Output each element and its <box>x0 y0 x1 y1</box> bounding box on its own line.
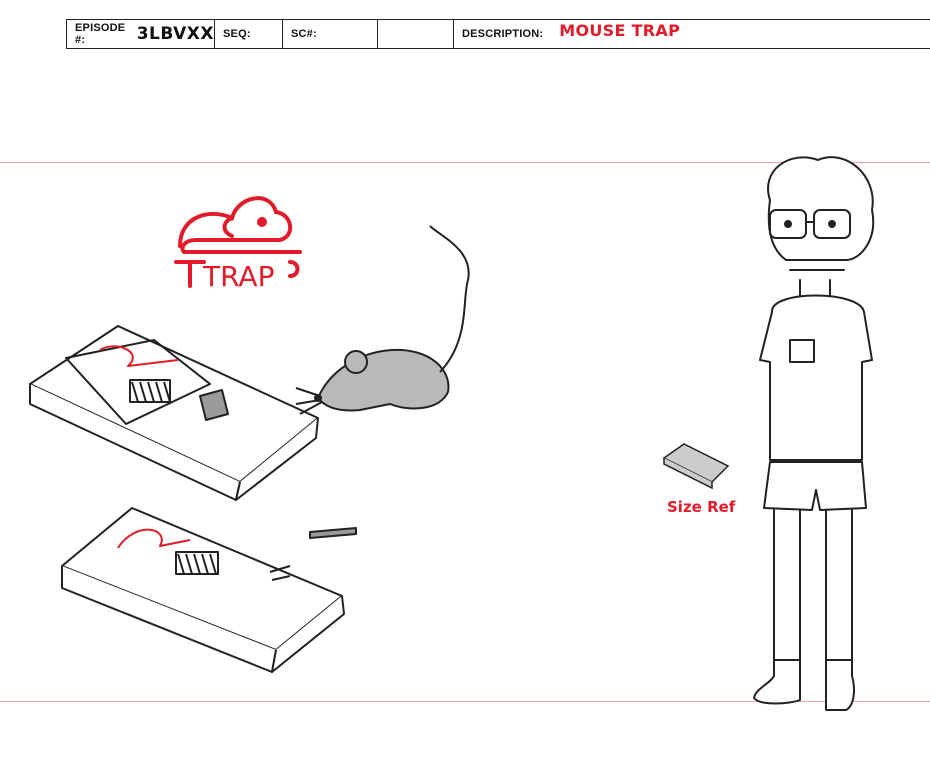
seq-cell: SEQ: <box>215 20 283 48</box>
sc-cell: SC#: <box>283 20 378 48</box>
logo-text: TRAP <box>202 260 274 293</box>
sc-label: SC#: <box>291 28 317 40</box>
episode-label: EPISODE #: <box>75 22 126 46</box>
bottom-guide-line <box>0 701 930 702</box>
mouse-trap-logo-icon <box>174 196 302 288</box>
top-guide-line <box>0 162 930 163</box>
episode-cell: EPISODE #: 3LBVXX <box>67 20 215 48</box>
mouse-illustration <box>295 225 470 415</box>
slug-header: EPISODE #: 3LBVXX SEQ: SC#: DESCRIPTION:… <box>66 19 930 49</box>
size-reference-trap <box>662 443 730 490</box>
seq-label: SEQ: <box>223 28 251 40</box>
description-value: MOUSE TRAP <box>559 20 681 40</box>
episode-value: 3LBVXX <box>136 24 214 44</box>
blank-cell <box>378 20 454 48</box>
mouse-trap-set <box>29 325 319 501</box>
mouse-trap-sprung <box>61 507 357 673</box>
description-label: DESCRIPTION: <box>462 28 544 40</box>
size-ref-label: Size Ref <box>667 498 736 516</box>
character-reference <box>753 156 875 711</box>
description-cell: DESCRIPTION: MOUSE TRAP <box>454 20 930 48</box>
